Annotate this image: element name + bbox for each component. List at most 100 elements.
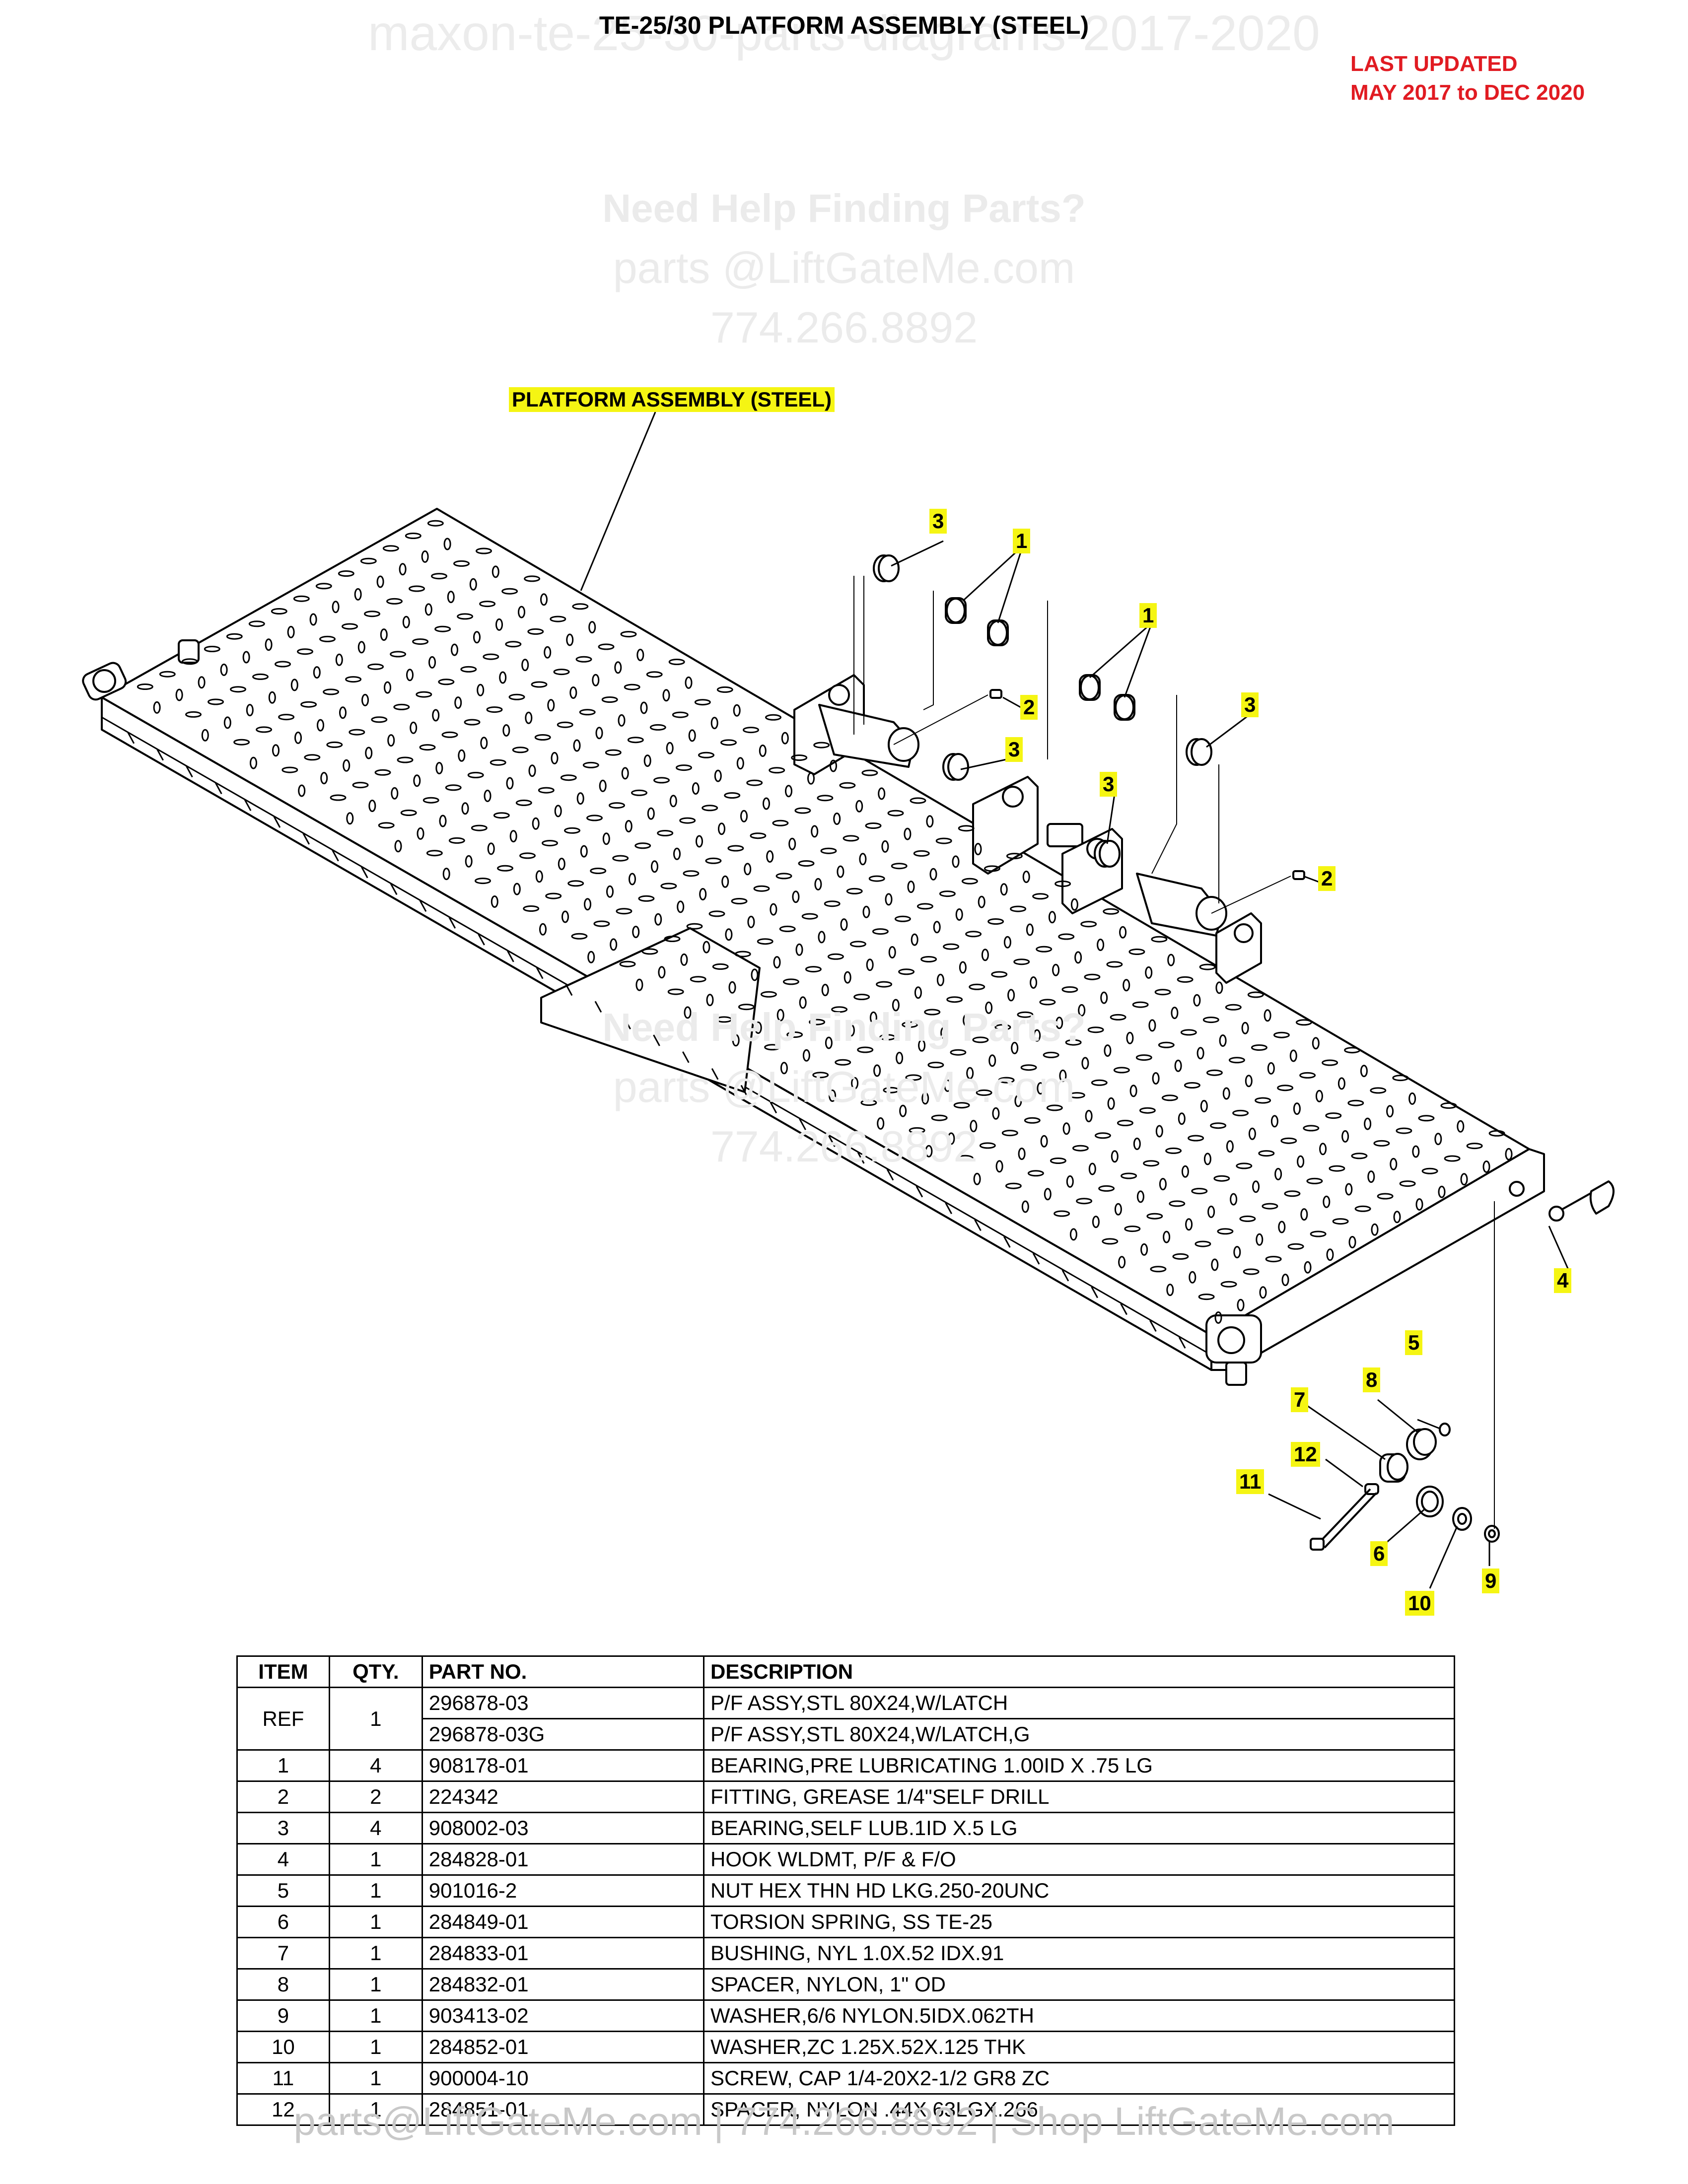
tread-diamond [332, 601, 340, 614]
bearing-1-a [945, 597, 967, 624]
edge-slot [770, 1101, 777, 1114]
item: 10 [236, 2031, 330, 2063]
hook-wldmt [1509, 1180, 1615, 1222]
tread-diamond [298, 784, 306, 797]
tread-diamond [827, 953, 844, 960]
tread-diamond [590, 868, 607, 874]
tread-diamond [1347, 1099, 1364, 1106]
tread-diamond [1370, 1087, 1387, 1094]
tread-diamond [250, 756, 257, 769]
tread-diamond [1163, 1230, 1171, 1243]
tread-diamond [953, 1102, 970, 1109]
tread-diamond [605, 749, 622, 756]
tread-diamond [598, 643, 615, 650]
tread-diamond [952, 855, 960, 868]
tread-diamond [382, 545, 399, 552]
callout-item-5: 5 [1405, 1330, 1423, 1355]
tread-diamond [782, 978, 799, 985]
tread-diamond [557, 721, 573, 728]
part-no: 908178-01 [421, 1749, 705, 1782]
edge-slot [565, 984, 573, 996]
tread-diamond [294, 731, 302, 744]
tread-diamond [1027, 1170, 1044, 1177]
part-no: 284849-01 [421, 1906, 705, 1938]
tread-diamond [1210, 1122, 1227, 1129]
tread-diamond [1360, 1065, 1368, 1078]
tread-diamond [361, 693, 369, 706]
tread-diamond [976, 1089, 992, 1096]
qty: 1 [328, 2031, 423, 2063]
tread-diamond [688, 729, 696, 742]
item: 12 [236, 2093, 330, 2126]
tread-diamond [936, 973, 944, 986]
tread-diamond [391, 787, 399, 800]
edge-slot [653, 1034, 660, 1046]
tread-diamond [1126, 1031, 1134, 1044]
tread-diamond [181, 658, 198, 665]
edge-slot [682, 1051, 690, 1063]
grease-fitting-a [989, 689, 1002, 699]
tread-diamond [624, 683, 640, 690]
tread-diamond [1233, 1246, 1241, 1259]
help-watermark-top: Need Help Finding Parts? parts @LiftGate… [0, 179, 1688, 357]
tread-diamond [1124, 1226, 1141, 1232]
tread-diamond [766, 850, 774, 863]
tread-diamond [464, 719, 481, 726]
tread-diamond [669, 795, 677, 808]
tread-diamond [1191, 1188, 1208, 1195]
tread-diamond [1259, 1286, 1267, 1299]
tread-diamond [1022, 871, 1030, 883]
tread-diamond [473, 631, 481, 644]
tread-diamond [913, 850, 930, 857]
tread-diamond [1006, 853, 1023, 860]
tread-diamond [1102, 1238, 1119, 1245]
tread-diamond [484, 789, 492, 802]
tread-diamond [925, 1145, 933, 1158]
nut-hex-thin [1439, 1423, 1451, 1436]
tread-diamond [1203, 1153, 1211, 1165]
tread-diamond [1184, 1082, 1200, 1089]
tread-diamond [653, 777, 670, 784]
tread-diamond [658, 966, 666, 979]
tread-diamond [883, 1087, 900, 1093]
tread-diamond [560, 774, 577, 781]
qty: 1 [328, 1874, 423, 1907]
tread-diamond [673, 847, 681, 860]
callout-item-3-c: 3 [1005, 737, 1023, 762]
tread-diamond [490, 759, 506, 766]
bearing-1-d [1114, 694, 1135, 721]
tread-diamond [1118, 1256, 1126, 1269]
tread-diamond [1421, 1167, 1438, 1174]
tread-diamond [909, 1127, 925, 1134]
tread-diamond [1274, 1167, 1282, 1180]
tread-diamond [1080, 921, 1097, 928]
tread-diamond [795, 943, 803, 956]
tread-diamond [242, 651, 250, 664]
tread-diamond [690, 976, 706, 983]
tread-diamond [1482, 1160, 1490, 1173]
tread-diamond [523, 905, 540, 912]
edge-slot [1120, 1303, 1127, 1315]
tread-diamond [471, 824, 488, 831]
item: 2 [236, 1780, 330, 1813]
tread-diamond [634, 842, 651, 849]
callout-item-2-b: 2 [1318, 866, 1336, 891]
tread-diamond [1092, 1216, 1100, 1228]
page-title: TE-25/30 PLATFORM ASSEMBLY (STEEL) [599, 11, 1089, 39]
tread-diamond [1155, 1125, 1163, 1138]
tread-diamond [927, 1062, 944, 1068]
tread-diamond [380, 628, 388, 641]
tread-diamond [553, 669, 570, 676]
tread-diamond [837, 865, 844, 878]
tread-diamond [175, 688, 183, 701]
tread-diamond [772, 819, 789, 826]
tread-diamond [944, 1079, 952, 1092]
tread-diamond [1171, 1007, 1179, 1020]
tread-diamond [434, 625, 451, 632]
help-line1-mid: Need Help Finding Parts? [602, 1005, 1086, 1049]
tread-diamond [710, 717, 718, 730]
callout-item-4: 4 [1554, 1268, 1572, 1293]
tread-diamond [760, 991, 777, 998]
tread-diamond [708, 910, 725, 917]
tread-diamond [686, 923, 703, 930]
